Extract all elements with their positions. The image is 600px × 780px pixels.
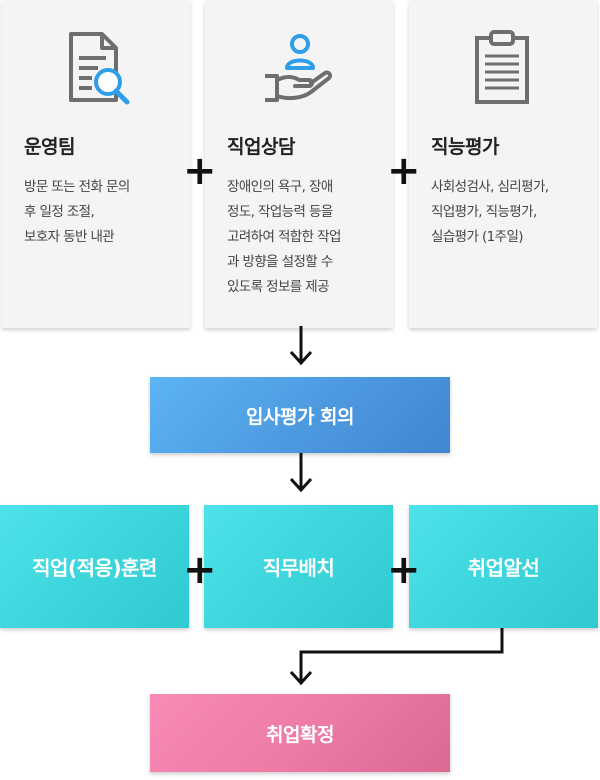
- arrow-down-icon: [289, 326, 313, 366]
- card-vocational-counseling: 직업상담 장애인의 욕구, 장애 정도, 작업능력 등을 고려하여 적합한 작업…: [205, 0, 393, 328]
- hand-person-icon: [265, 34, 333, 102]
- service-box-job-placement: 직무배치: [204, 505, 393, 628]
- plus-icon: +: [183, 148, 217, 194]
- service-label: 직업(적응)훈련: [32, 556, 157, 580]
- plus-icon: +: [183, 547, 217, 593]
- service-label: 취업알선: [467, 556, 540, 580]
- service-box-training: 직업(적응)훈련: [0, 505, 189, 628]
- card-operations-team: 운영팀 방문 또는 전화 문의 후 일정 조절, 보호자 동반 내관: [2, 0, 190, 328]
- plus-icon: +: [387, 547, 421, 593]
- card-title: 직업상담: [227, 136, 295, 158]
- evaluation-meeting-label: 입사평가 회의: [246, 405, 355, 428]
- clipboard-icon: [475, 30, 529, 104]
- card-description: 장애인의 욕구, 장애 정도, 작업능력 등을 고려하여 적합한 작업 과 방향…: [227, 179, 341, 295]
- card-title: 직능평가: [431, 136, 499, 158]
- elbow-arrow-icon: [289, 628, 504, 686]
- card-skill-assessment: 직능평가 사회성검사, 심리평가, 직업평가, 직능평가, 실습평가 (1주일): [409, 0, 597, 328]
- employment-confirmed-box: 취업확정: [150, 694, 450, 772]
- arrow-down-icon: [289, 453, 313, 493]
- card-description: 방문 또는 전화 문의 후 일정 조절, 보호자 동반 내관: [24, 179, 130, 245]
- card-title: 운영팀: [24, 136, 75, 158]
- service-box-employment-assistance: 취업알선: [409, 505, 598, 628]
- employment-confirmed-label: 취업확정: [266, 723, 334, 746]
- document-search-icon: [69, 32, 130, 105]
- card-description: 사회성검사, 심리평가, 직업평가, 직능평가, 실습평가 (1주일): [431, 179, 549, 245]
- evaluation-meeting-box: 입사평가 회의: [150, 377, 450, 453]
- service-label: 직무배치: [262, 556, 335, 580]
- plus-icon: +: [387, 148, 421, 194]
